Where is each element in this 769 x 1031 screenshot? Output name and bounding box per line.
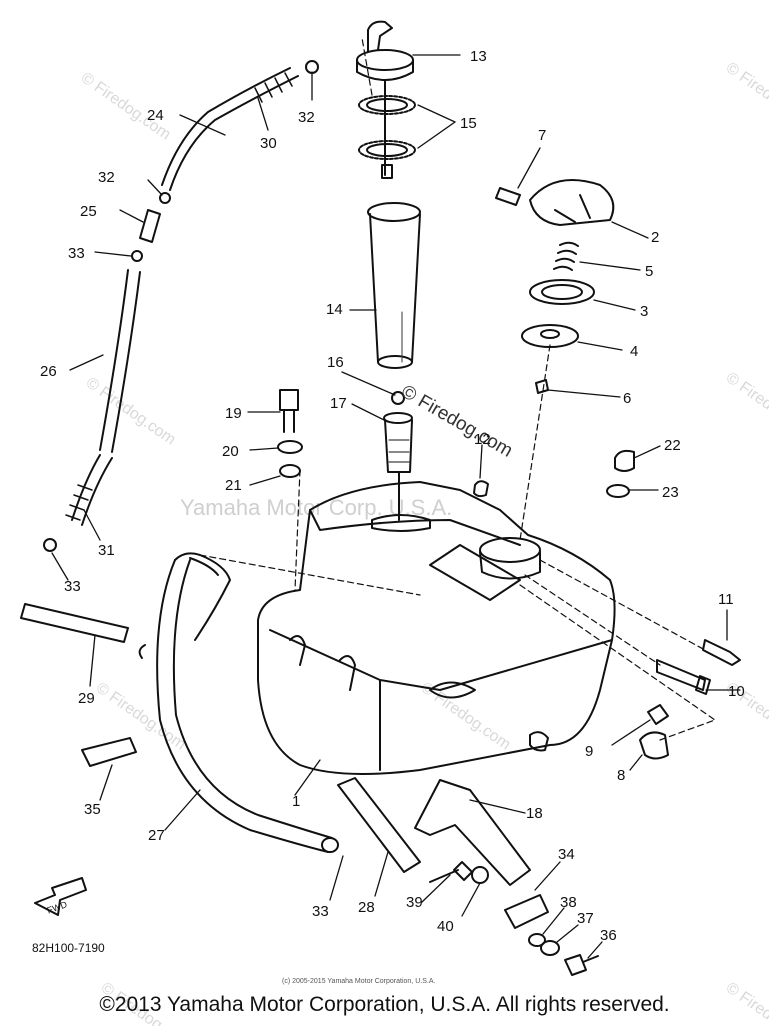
watermark: © Firedog.com	[723, 59, 769, 133]
part-label: 5	[645, 263, 653, 280]
alignment-lines	[199, 37, 716, 741]
cap-nut	[614, 449, 635, 472]
pin	[495, 187, 521, 206]
part-label: 29	[78, 690, 95, 707]
bolt-group-left	[277, 389, 303, 478]
damper-strip	[337, 777, 421, 873]
part-label: 14	[326, 301, 343, 318]
spring	[553, 241, 579, 271]
fuel-strainer-tube	[367, 202, 421, 369]
part-label: 12	[474, 431, 491, 448]
part-label: 18	[526, 805, 543, 822]
clamp	[131, 250, 143, 262]
part-label: 23	[662, 484, 679, 501]
part-label: 2	[651, 229, 659, 246]
fuel-tank	[257, 481, 616, 775]
overflow-hose	[156, 552, 339, 853]
bolt-10	[656, 659, 711, 695]
part-label: 33	[312, 903, 329, 920]
part-label: 1	[292, 793, 300, 810]
part-label: 3	[640, 303, 648, 320]
part-label: 38	[560, 894, 577, 911]
part-label: 39	[406, 894, 423, 911]
part-label: 32	[98, 169, 115, 186]
bolt-36	[564, 954, 599, 976]
breather-hose-upper	[159, 60, 319, 204]
nut	[535, 379, 549, 394]
hose-joint	[139, 209, 161, 243]
part-label: 10	[728, 683, 745, 700]
part-label: 40	[437, 918, 454, 935]
watermark-firedog: © Firedog.com	[398, 381, 517, 462]
bracket	[81, 737, 137, 767]
part-label: 11	[718, 591, 734, 608]
part-label: 31	[98, 542, 115, 559]
bracket-34	[504, 894, 549, 929]
watermark-layer: © Firedog.com © Firedog.com © Firedog.co…	[78, 59, 769, 1031]
watermark: © Firedog.com	[83, 374, 179, 448]
part-label: 15	[460, 115, 477, 132]
plate	[521, 324, 579, 348]
part-label: 35	[84, 801, 101, 818]
part-label: 6	[623, 390, 631, 407]
part-label: 9	[585, 743, 593, 760]
part-labels: 13 32 24 30 15 7 32 25 2 33 5 14 3 26 4 …	[40, 48, 745, 944]
watermark: © Firedog.com	[723, 369, 769, 443]
part-label: 27	[148, 827, 165, 844]
part-label: 17	[330, 395, 347, 412]
drain-hose	[20, 603, 146, 659]
screw	[429, 861, 473, 883]
part-label: 33	[64, 578, 81, 595]
part-label: 33	[68, 245, 85, 262]
part-label: 34	[558, 846, 575, 863]
fwd-arrow-icon	[34, 877, 87, 916]
part-label: 7	[538, 127, 546, 144]
copyright-footer: ©2013 Yamaha Motor Corporation, U.S.A. A…	[99, 993, 670, 1016]
tank-band	[414, 779, 531, 886]
leader-lines	[51, 54, 741, 959]
part-label: 13	[470, 48, 487, 65]
part-label: 26	[40, 363, 57, 380]
washer	[606, 484, 630, 498]
breather-hose-long	[43, 269, 141, 552]
part-label: 30	[260, 135, 277, 152]
part-label: 21	[225, 477, 242, 494]
small-copyright: (c) 2005-2015 Yamaha Motor Corporation, …	[282, 978, 435, 985]
seal	[529, 279, 595, 305]
hose-clamp	[391, 391, 405, 405]
fuel-tank-cap	[529, 179, 615, 226]
gasket-rings	[358, 95, 416, 179]
bolt-11	[702, 639, 741, 666]
part-label: 4	[630, 343, 638, 360]
part-label: 16	[327, 354, 344, 371]
part-label: 36	[600, 927, 617, 944]
part-label: 37	[577, 910, 594, 927]
part-label: 22	[664, 437, 681, 454]
part-label: 8	[617, 767, 625, 784]
diagram-code: 82H100-7190	[32, 941, 105, 955]
clip-8	[639, 731, 669, 760]
part-label: 25	[80, 203, 97, 220]
part-label: 28	[358, 899, 375, 916]
part-label: 20	[222, 443, 239, 460]
part-label: 32	[298, 109, 315, 126]
clip-9	[647, 704, 669, 725]
fuel-filter	[383, 412, 413, 521]
part-label: 24	[147, 107, 164, 124]
part-label: 19	[225, 405, 242, 422]
washer-40	[471, 866, 489, 884]
grommet	[473, 480, 489, 498]
